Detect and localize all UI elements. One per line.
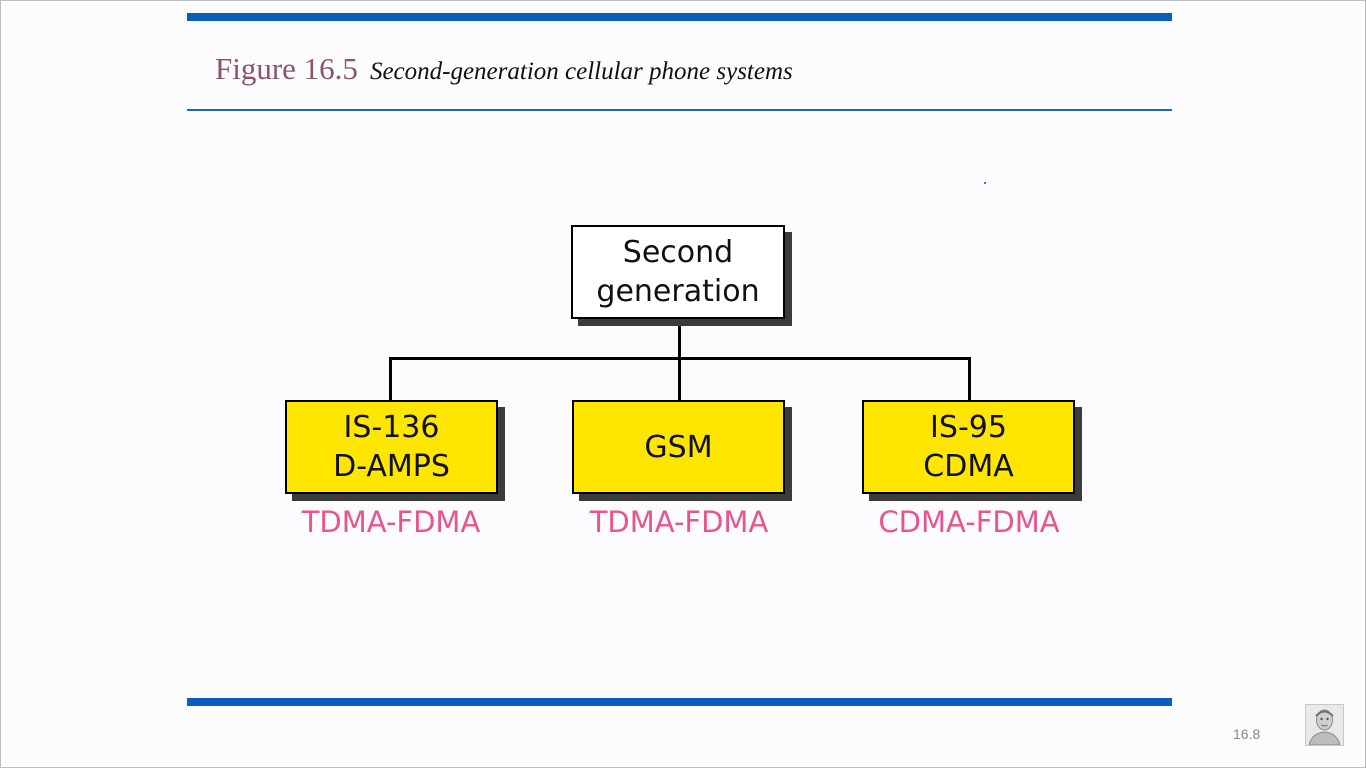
child-node-line1: GSM: [644, 429, 713, 465]
top-rule: [187, 13, 1172, 21]
figure-title: Figure 16.5 Second-generation cellular ph…: [215, 51, 793, 87]
child-node-line2: CDMA: [923, 449, 1014, 484]
figure-caption: Second-generation cellular phone systems: [369, 58, 793, 85]
root-node-line1: Second: [622, 235, 734, 270]
figure-number: Figure 16.5: [215, 51, 358, 86]
child-node-line1: IS-95: [930, 410, 1007, 445]
stray-dot: [984, 182, 986, 184]
avatar-icon: [1306, 705, 1343, 745]
root-node-second-generation: Second generation: [571, 225, 785, 319]
title-underline: [187, 109, 1172, 111]
child-node-gsm: GSM: [572, 400, 785, 494]
child-node-is95: IS-95 CDMA: [862, 400, 1075, 494]
right-branch-connector: [968, 357, 971, 401]
access-method-label: TDMA-FDMA: [589, 505, 769, 539]
root-stem-connector: [678, 319, 681, 360]
middle-branch-connector: [678, 357, 681, 401]
left-branch-connector: [389, 357, 392, 401]
presenter-avatar: [1305, 704, 1344, 746]
child-node-line1: IS-136: [343, 410, 440, 445]
access-method-label: TDMA-FDMA: [301, 505, 481, 539]
page-number: 16.8: [1233, 726, 1261, 742]
access-method-label: CDMA-FDMA: [878, 505, 1060, 539]
child-node-is136: IS-136 D-AMPS: [285, 400, 498, 494]
child-node-line2: D-AMPS: [333, 449, 450, 484]
bottom-rule: [187, 698, 1172, 706]
root-node-line2: generation: [596, 274, 760, 309]
